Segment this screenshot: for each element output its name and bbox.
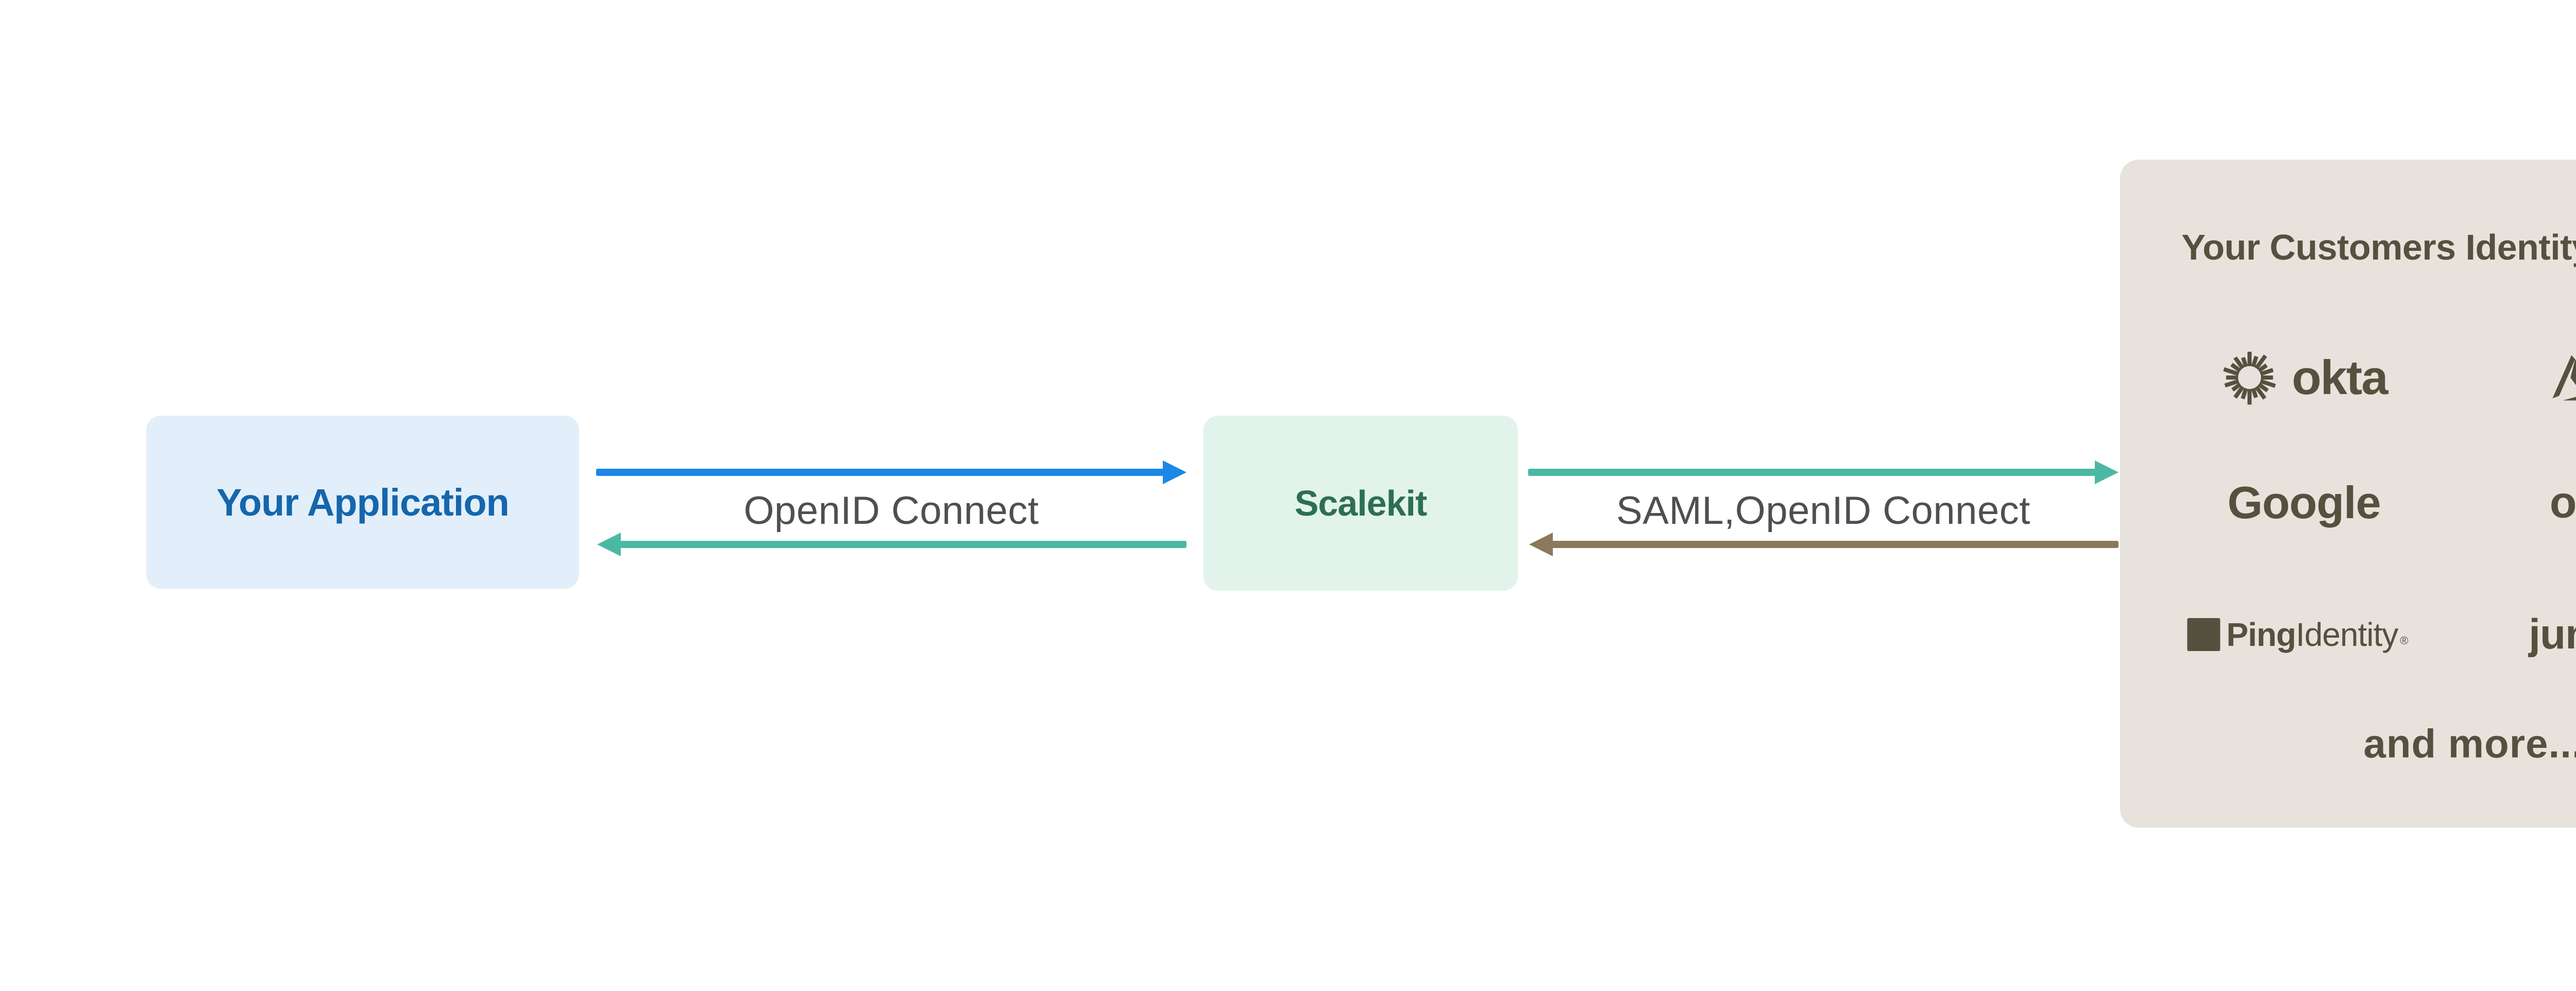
your-application-label: Your Application: [216, 481, 510, 524]
provider-azure-logo: Azure: [2552, 353, 2576, 403]
identity-providers-panel: Your Customers Identity Providers: [2120, 160, 2576, 828]
okta-wordmark: okta: [2292, 350, 2388, 404]
provider-jumpcloud-logo: jumpcloud ™: [2529, 610, 2576, 659]
google-wordmark: Google: [2227, 477, 2381, 528]
scalekit-label: Scalekit: [1294, 483, 1428, 523]
provider-okta-logo: okta: [2221, 349, 2388, 406]
provider-onelogin-logo: onelogin: [2550, 477, 2576, 528]
and-more-label: and more...: [2363, 721, 2576, 766]
app-to-scalekit-arrow: [596, 469, 1164, 476]
provider-pingidentity-logo: Ping Identity ®: [2187, 616, 2409, 654]
azure-triangle-icon: [2552, 355, 2576, 400]
your-application-box: Your Application: [146, 416, 579, 589]
identity-providers-panel-title: Your Customers Identity Providers: [2181, 227, 2576, 267]
pingidentity-registered-mark: ®: [2400, 634, 2409, 647]
pingidentity-wordmark-bold: Ping: [2226, 616, 2296, 653]
scalekit-to-app-arrow: [620, 541, 1187, 548]
scalekit-box: Scalekit: [1204, 416, 1518, 591]
provider-google-logo: Google: [2227, 476, 2381, 529]
saml-openid-link-label: SAML,OpenID Connect: [1616, 489, 2030, 533]
pingidentity-square-icon: [2187, 618, 2221, 651]
okta-sunburst-icon: [2223, 351, 2276, 405]
jumpcloud-wordmark: jumpcloud: [2529, 611, 2576, 658]
pingidentity-wordmark-rest: Identity: [2296, 616, 2398, 653]
onelogin-wordmark: onelogin: [2549, 477, 2576, 527]
openid-connect-link-label: OpenID Connect: [743, 489, 1039, 533]
idp-to-scalekit-arrow: [1552, 541, 2119, 548]
scalekit-to-idp-arrow: [1528, 469, 2096, 476]
